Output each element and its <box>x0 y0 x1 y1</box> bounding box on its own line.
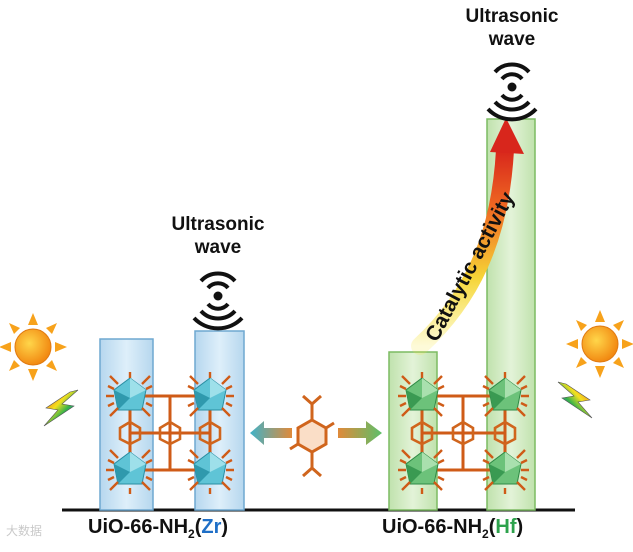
sun-icon <box>565 309 633 379</box>
zr-mof-framework <box>104 370 236 496</box>
light-bolt-icon <box>43 389 79 427</box>
hf-material-label: UiO-66-NH2(Hf) <box>382 516 524 541</box>
right-ultrasonic-label: Ultrasonic wave <box>432 5 592 51</box>
zr-material-label: UiO-66-NH2(Zr) <box>88 516 229 541</box>
hf-material-subscript: 2 <box>482 527 489 541</box>
hf-metal-label: Hf <box>495 516 517 538</box>
zr-material-subscript: 2 <box>188 527 195 541</box>
double-arrow-icon-left <box>250 421 292 445</box>
watermark: 大数据 <box>6 524 43 538</box>
double-arrow-icon-right <box>338 421 382 445</box>
right-wave-line2: wave <box>488 29 536 50</box>
zr-metal-label: Zr <box>201 516 222 538</box>
catalytic-activity-arrow <box>411 118 524 355</box>
hf-mof-framework <box>396 370 531 496</box>
ultrasound-wave-icon-right <box>486 62 538 122</box>
right-wave-line1: Ultrasonic <box>465 6 559 27</box>
ultrasound-wave-icon-left <box>192 271 244 331</box>
zr-material-prefix: UiO-66-NH <box>88 516 189 538</box>
hf-material-prefix: UiO-66-NH <box>382 516 483 538</box>
linker-molecule-icon <box>289 394 335 478</box>
left-wave-line1: Ultrasonic <box>171 214 265 235</box>
left-wave-line2: wave <box>194 237 242 258</box>
light-bolt-icon <box>557 381 593 419</box>
sun-icon <box>0 312 68 382</box>
left-ultrasonic-label: Ultrasonic wave <box>138 213 298 259</box>
